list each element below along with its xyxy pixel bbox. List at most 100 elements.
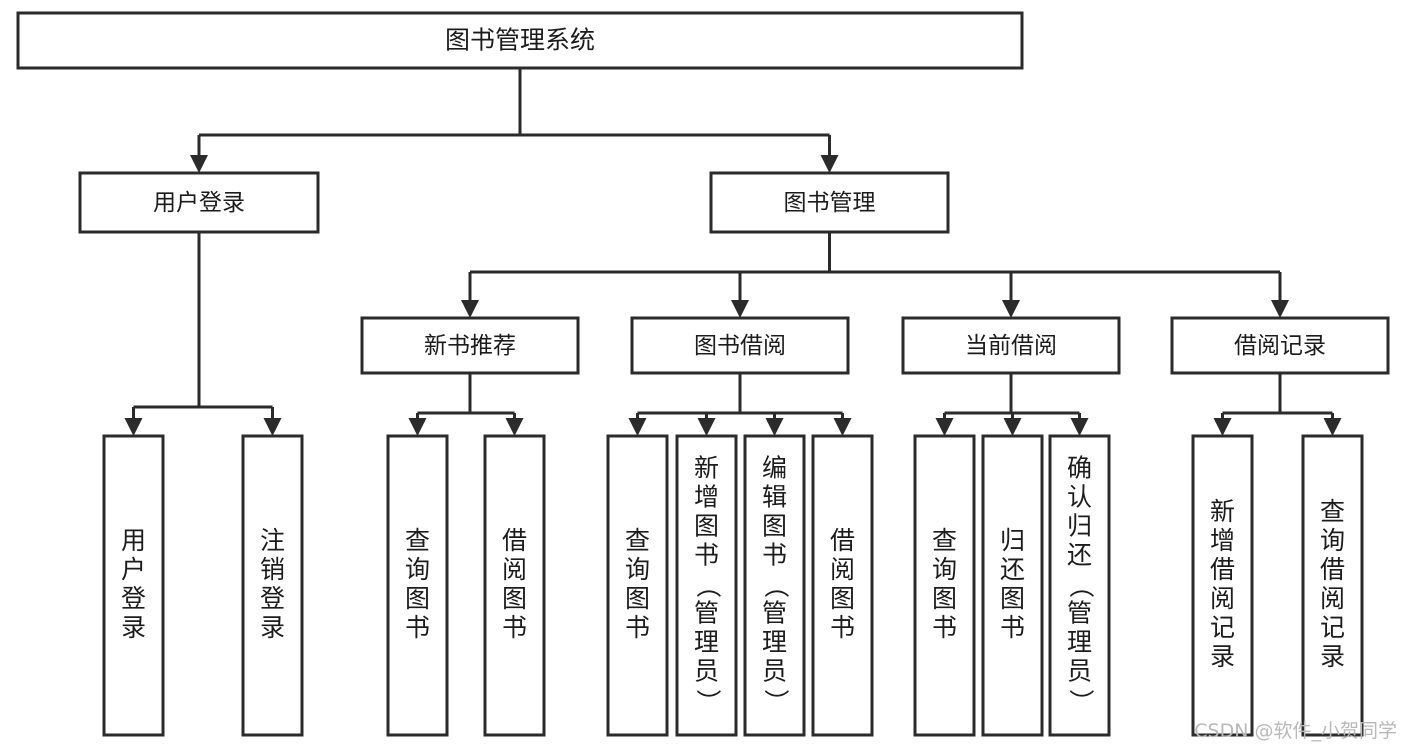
arrow-head-icon — [628, 418, 647, 436]
arrow-head-icon — [935, 418, 954, 436]
node-box-leaf-return-book — [981, 434, 1044, 737]
svg-text:员: 员 — [694, 657, 719, 686]
node-user-login[interactable]: 用户登录 — [78, 171, 320, 234]
svg-text:记: 记 — [1210, 613, 1235, 642]
svg-text:图: 图 — [502, 584, 527, 613]
svg-text:图: 图 — [932, 584, 957, 613]
node-label-current-borrow: 当前借阅 — [965, 333, 1057, 359]
svg-text:管: 管 — [762, 599, 787, 628]
svg-text:录: 录 — [121, 613, 146, 642]
node-box-leaf-confirm-return — [1048, 434, 1111, 737]
connector-lines-layer — [124, 68, 1342, 436]
node-label-new-book-recommend: 新书推荐 — [424, 333, 516, 359]
svg-text:（: （ — [1067, 573, 1096, 598]
node-label-book-manage: 图书管理 — [784, 190, 876, 216]
node-current-borrow[interactable]: 当前借阅 — [901, 316, 1121, 375]
node-root[interactable]: 图书管理系统 — [16, 11, 1024, 70]
svg-text:查: 查 — [932, 526, 957, 555]
node-box-leaf-query-book-borrow — [606, 434, 669, 737]
svg-text:书: 书 — [502, 613, 527, 642]
svg-text:归: 归 — [1067, 512, 1092, 541]
svg-text:借: 借 — [1320, 555, 1345, 584]
svg-text:认: 认 — [1067, 483, 1092, 512]
arrow-head-icon — [697, 418, 716, 436]
svg-text:员: 员 — [1067, 657, 1092, 686]
arrow-head-icon — [731, 300, 749, 318]
svg-text:书: 书 — [762, 541, 787, 570]
node-label-book-borrow: 图书借阅 — [694, 333, 786, 359]
svg-text:（: （ — [762, 573, 791, 598]
svg-text:录: 录 — [1210, 642, 1235, 671]
arrow-head-icon — [1070, 418, 1089, 436]
svg-text:增: 增 — [1210, 526, 1235, 555]
svg-text:确: 确 — [1067, 454, 1092, 483]
svg-text:录: 录 — [1320, 642, 1345, 671]
node-leaf-user-login[interactable]: 用户登录 — [102, 434, 165, 737]
svg-text:图: 图 — [694, 512, 719, 541]
svg-text:登: 登 — [121, 584, 146, 613]
node-box-leaf-query-book-rec — [386, 434, 449, 737]
svg-text:阅: 阅 — [1210, 584, 1235, 613]
svg-text:管: 管 — [1067, 599, 1092, 628]
node-label-user-login: 用户登录 — [153, 190, 245, 216]
svg-text:书: 书 — [625, 613, 650, 642]
svg-text:查: 查 — [1320, 497, 1345, 526]
node-label-borrow-record: 借阅记录 — [1234, 333, 1326, 359]
arrow-head-icon — [124, 418, 143, 436]
node-box-root — [16, 11, 1024, 70]
node-box-leaf-query-book-current — [913, 434, 976, 737]
node-box-leaf-add-borrow-record — [1191, 434, 1254, 737]
node-box-user-login — [78, 171, 320, 234]
svg-text:理: 理 — [1067, 628, 1092, 657]
svg-text:询: 询 — [1320, 526, 1345, 555]
svg-text:记: 记 — [1320, 613, 1345, 642]
svg-text:图: 图 — [405, 584, 430, 613]
svg-text:辑: 辑 — [762, 483, 787, 512]
node-label-leaf-user-login: 用户登录 — [121, 526, 146, 642]
svg-text:查: 查 — [625, 526, 650, 555]
node-label-root: 图书管理系统 — [445, 26, 595, 55]
svg-text:阅: 阅 — [830, 555, 855, 584]
arrow-head-icon — [263, 418, 282, 436]
node-borrow-record[interactable]: 借阅记录 — [1170, 316, 1390, 375]
node-new-book-recommend[interactable]: 新书推荐 — [360, 316, 580, 375]
arrow-head-icon — [1003, 418, 1022, 436]
svg-text:归: 归 — [1000, 526, 1025, 555]
node-book-borrow[interactable]: 图书借阅 — [630, 316, 850, 375]
node-box-current-borrow — [901, 316, 1121, 375]
node-book-manage[interactable]: 图书管理 — [709, 171, 950, 234]
svg-text:登: 登 — [260, 584, 285, 613]
svg-text:询: 询 — [405, 555, 430, 584]
svg-text:理: 理 — [694, 628, 719, 657]
node-box-book-manage — [709, 171, 950, 234]
svg-text:还: 还 — [1067, 541, 1092, 570]
svg-text:理: 理 — [762, 628, 787, 657]
svg-text:书: 书 — [830, 613, 855, 642]
svg-text:户: 户 — [121, 555, 146, 584]
node-box-leaf-add-book — [675, 434, 738, 737]
node-box-book-borrow — [630, 316, 850, 375]
node-box-leaf-borrow-book — [811, 434, 874, 737]
svg-text:借: 借 — [1210, 555, 1235, 584]
node-box-leaf-borrow-book-rec — [483, 434, 546, 737]
arrow-head-icon — [1271, 300, 1289, 318]
